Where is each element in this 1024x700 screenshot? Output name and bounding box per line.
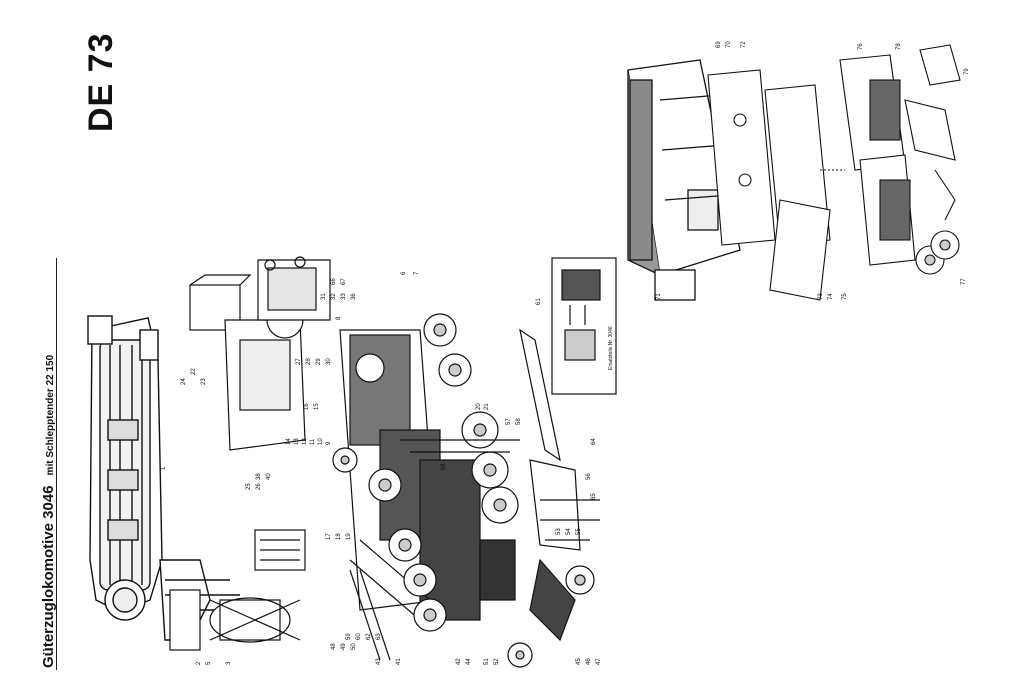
callout-label: 60 xyxy=(356,633,362,640)
callout-label: 72 xyxy=(741,41,747,48)
callout-label: 62 xyxy=(366,633,372,640)
callout-label: 58 xyxy=(516,418,522,425)
callout-label: 6 xyxy=(401,271,407,275)
tender-bogies-drawing xyxy=(820,44,961,275)
callout-label: 49 xyxy=(341,643,347,650)
callout-label: 61 xyxy=(536,298,542,305)
callout-label: 15 xyxy=(314,403,320,410)
callout-label: 71 xyxy=(656,293,662,300)
callout-label: 33 xyxy=(341,293,347,300)
cab-and-motor-drawing xyxy=(189,256,331,451)
callout-label: 56 xyxy=(586,473,592,480)
callout-label: 30 xyxy=(326,358,332,365)
callout-label: 20 xyxy=(476,403,482,410)
callout-label: 22 xyxy=(191,368,197,375)
callout-label: 44 xyxy=(466,658,472,665)
title-rule xyxy=(56,258,57,670)
callout-label: 48 xyxy=(331,643,337,650)
callout-label: 19 xyxy=(346,533,352,540)
callout-label: 64 xyxy=(591,438,597,445)
callout-label: 67 xyxy=(341,278,347,285)
callout-label: 5 xyxy=(206,661,212,665)
tender-body-drawing xyxy=(627,59,741,301)
callout-label: 8 xyxy=(336,316,342,320)
callout-label: 14 xyxy=(286,438,292,445)
callout-label: 3 xyxy=(226,661,232,665)
callout-numbers: 1 2 3 5 6 7 8 9 10 11 12 13 14 15 16 17 … xyxy=(161,41,970,665)
callout-label: 41 xyxy=(396,658,402,665)
callout-label: 9 xyxy=(326,441,332,445)
callout-label: 50 xyxy=(351,643,357,650)
side-rods-drawing xyxy=(349,328,600,661)
callout-label: 43 xyxy=(376,658,382,665)
callout-label: 74 xyxy=(828,293,834,300)
callout-label: 57 xyxy=(506,418,512,425)
callout-label: 40 xyxy=(266,473,272,480)
callout-label: 21 xyxy=(484,403,490,410)
callout-label: 16 xyxy=(304,403,310,410)
callout-label: 27 xyxy=(296,358,302,365)
callout-label: 66 xyxy=(331,278,337,285)
callout-label: 47 xyxy=(596,658,602,665)
callout-label: 73 xyxy=(818,293,824,300)
callout-label: 12 xyxy=(302,438,308,445)
inset-label: Ersatzteile Nr. 3046 xyxy=(608,326,614,370)
driving-wheels-drawing xyxy=(332,313,595,668)
callout-label: 36 xyxy=(351,293,357,300)
callout-label: 53 xyxy=(556,528,562,535)
callout-label: 79 xyxy=(964,68,970,75)
callout-label: 65 xyxy=(591,493,597,500)
callout-label: 17 xyxy=(326,533,332,540)
callout-label: 59 xyxy=(346,633,352,640)
callout-label: 42 xyxy=(456,658,462,665)
callout-label: 24 xyxy=(181,378,187,385)
callout-label: 29 xyxy=(316,358,322,365)
callout-label: 77 xyxy=(961,278,967,285)
callout-label: 7 xyxy=(414,271,420,275)
callout-label: 54 xyxy=(566,528,572,535)
callout-label: 69 xyxy=(716,41,722,48)
callout-label: 68 xyxy=(441,463,447,470)
callout-label: 31 xyxy=(321,293,327,300)
callout-label: 25 xyxy=(246,483,252,490)
callout-label: 11 xyxy=(310,438,316,445)
callout-label: 26 xyxy=(256,483,262,490)
callout-label: 38 xyxy=(256,473,262,480)
callout-label: 2 xyxy=(196,661,202,665)
callout-label: 10 xyxy=(318,438,324,445)
pilot-truck-drawing xyxy=(169,529,306,651)
tender-plates-drawing xyxy=(707,69,831,301)
callout-label: 51 xyxy=(484,658,490,665)
callout-label: 23 xyxy=(201,378,207,385)
callout-label: 75 xyxy=(842,293,848,300)
callout-label: 63 xyxy=(376,633,382,640)
callout-label: 32 xyxy=(331,293,337,300)
callout-label: 28 xyxy=(306,358,312,365)
callout-label: 45 xyxy=(576,658,582,665)
callout-label: 1 xyxy=(161,466,167,470)
callout-label: 46 xyxy=(586,658,592,665)
callout-label: 52 xyxy=(494,658,500,665)
detail-inset-drawing xyxy=(551,257,617,395)
callout-label: 78 xyxy=(896,43,902,50)
callout-label: 55 xyxy=(576,528,582,535)
callout-label: 76 xyxy=(858,43,864,50)
callout-label: 18 xyxy=(336,533,342,540)
callout-label: 13 xyxy=(294,438,300,445)
callout-label: 70 xyxy=(726,41,732,48)
locomotive-shell-drawing xyxy=(87,315,240,641)
